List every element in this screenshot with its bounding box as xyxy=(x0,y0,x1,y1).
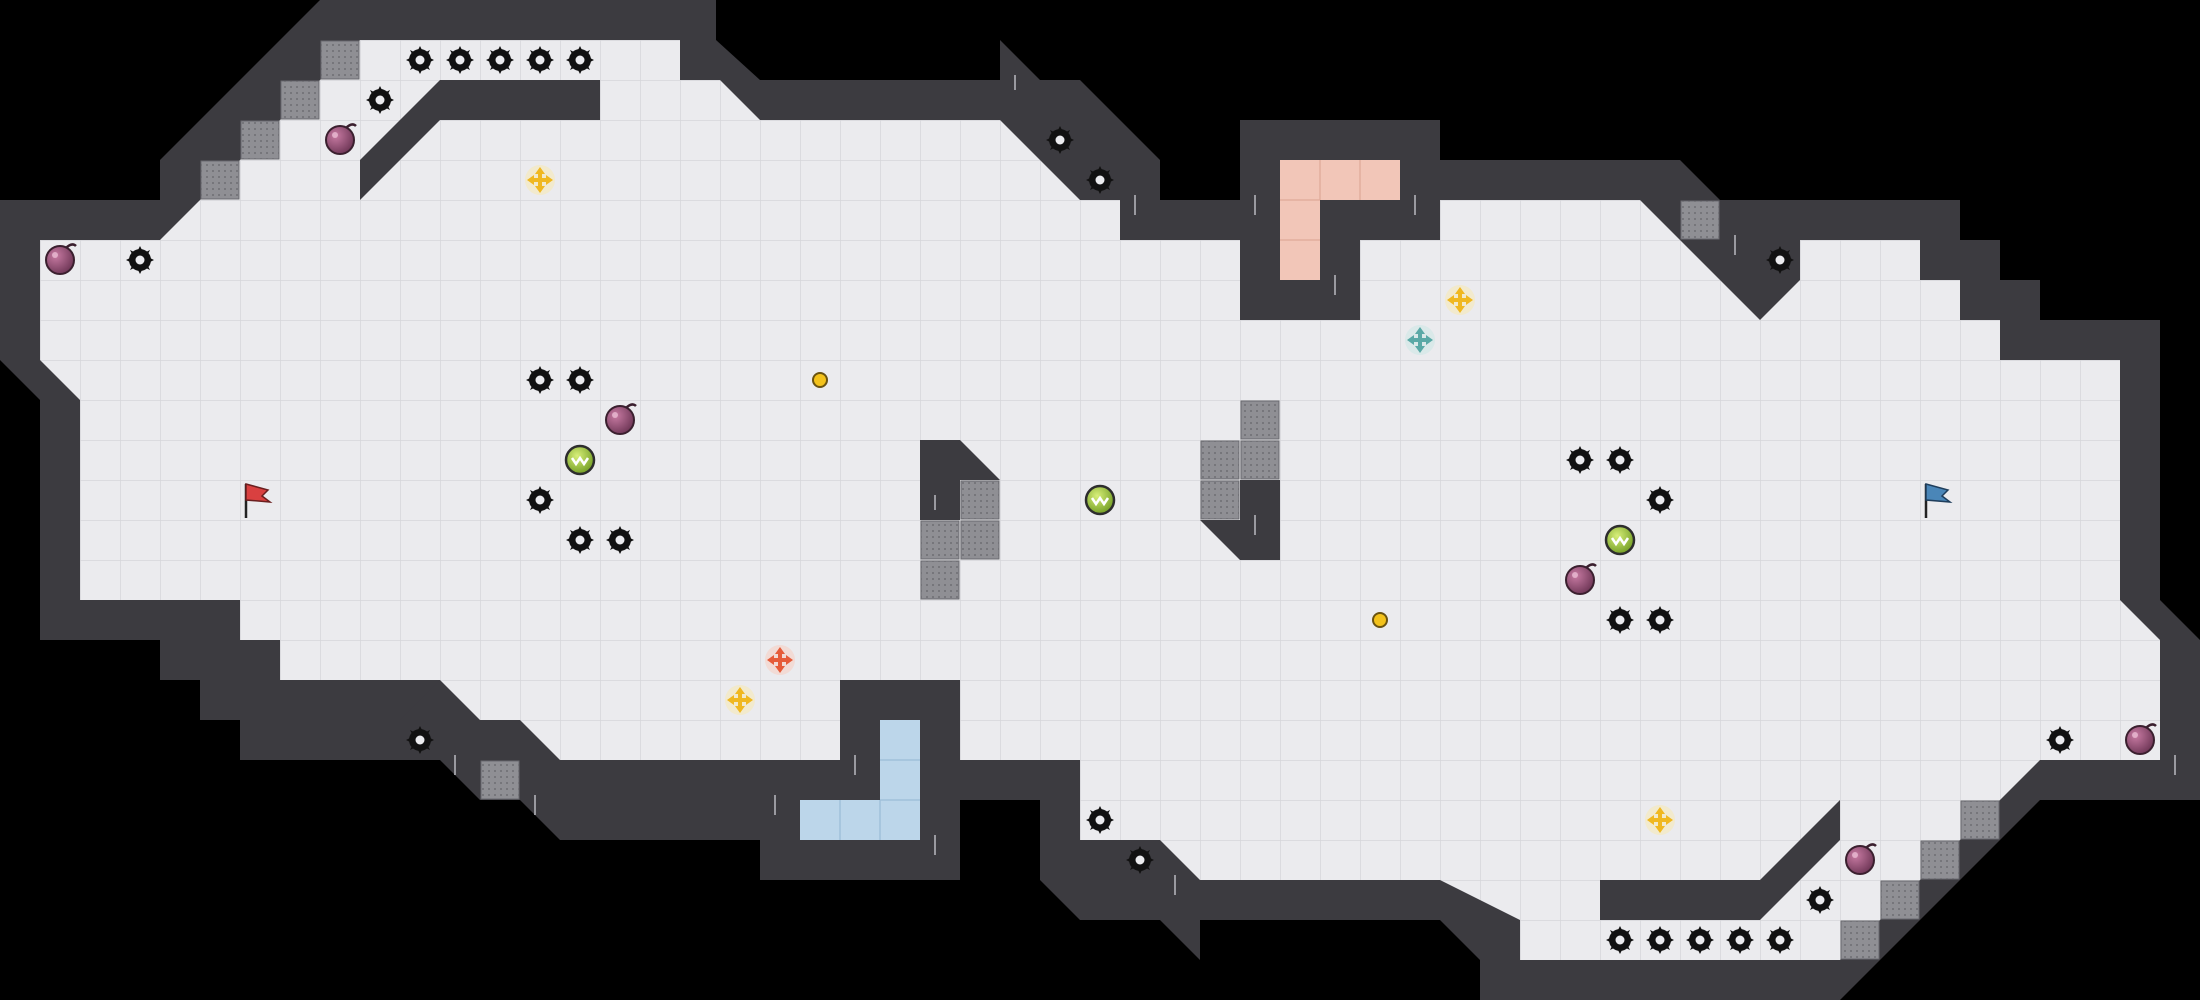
wall-center-right-block xyxy=(1200,480,1280,560)
powerup-icon[interactable] xyxy=(564,444,596,476)
blue-endzone-grid xyxy=(839,759,920,840)
wall-top-slab xyxy=(360,80,600,200)
spike-icon xyxy=(1606,926,1634,954)
spike-icon xyxy=(1646,486,1674,514)
spike-icon xyxy=(1766,926,1794,954)
powerup-icon[interactable] xyxy=(1604,524,1636,556)
spike-icon xyxy=(566,526,594,554)
button-icon[interactable] xyxy=(812,372,828,388)
spike-icon xyxy=(486,46,514,74)
spike-icon xyxy=(526,46,554,74)
spike-icon xyxy=(1766,246,1794,274)
spike-icon xyxy=(366,86,394,114)
red-endzone xyxy=(1280,160,1400,280)
spike-icon xyxy=(1606,446,1634,474)
spike-icon xyxy=(1086,806,1114,834)
flag-icon[interactable] xyxy=(244,483,273,518)
flag-icon[interactable] xyxy=(1924,483,1953,518)
blue-endzone xyxy=(800,720,920,840)
spike-icon xyxy=(1806,886,1834,914)
gate-tiles xyxy=(200,40,2000,960)
spike-icon xyxy=(1126,846,1154,874)
spike-icon xyxy=(526,366,554,394)
spike-icon xyxy=(1646,606,1674,634)
spike-icon xyxy=(406,726,434,754)
spike-icon xyxy=(2046,726,2074,754)
booster-icon[interactable] xyxy=(1445,285,1475,315)
spike-icon xyxy=(446,46,474,74)
team-booster-icon[interactable] xyxy=(765,645,795,675)
spike-icon xyxy=(526,486,554,514)
wall-lower-left-bump xyxy=(400,680,480,720)
wall-markers xyxy=(454,75,2176,895)
booster-icon[interactable] xyxy=(525,165,555,195)
powerup-icon[interactable] xyxy=(1084,484,1116,516)
booster-icon[interactable] xyxy=(1645,805,1675,835)
wall-lower-right-slab xyxy=(1600,800,1840,920)
spike-icon xyxy=(606,526,634,554)
button-icon[interactable] xyxy=(1372,612,1388,628)
spike-icon xyxy=(1646,926,1674,954)
spike-icon xyxy=(566,46,594,74)
team-booster-icon[interactable] xyxy=(1405,325,1435,355)
spike-icon xyxy=(1686,926,1714,954)
spike-icon xyxy=(126,246,154,274)
spike-icon xyxy=(406,46,434,74)
spike-icon xyxy=(1566,446,1594,474)
spike-icon xyxy=(1046,126,1074,154)
booster-icon[interactable] xyxy=(725,685,755,715)
wall-center-left-block xyxy=(920,440,1000,520)
spike-icon xyxy=(1726,926,1754,954)
spike-icon xyxy=(566,366,594,394)
spike-icon xyxy=(1086,166,1114,194)
red-endzone-grid xyxy=(1280,160,1361,241)
spike-icon xyxy=(1606,606,1634,634)
